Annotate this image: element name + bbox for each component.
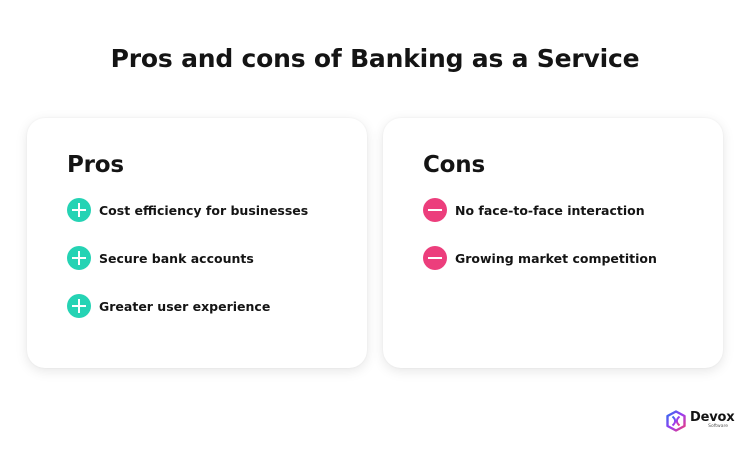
pros-item-label: Secure bank accounts bbox=[99, 250, 254, 266]
devox-logo-icon bbox=[666, 410, 686, 432]
plus-circle-icon bbox=[67, 198, 91, 222]
cons-list-item: No face-to-face interaction bbox=[423, 198, 723, 222]
pros-heading: Pros bbox=[67, 152, 124, 178]
pros-card: Pros Cost efficiency for businesses Secu… bbox=[27, 118, 367, 368]
cons-item-label: No face-to-face interaction bbox=[455, 202, 645, 218]
cons-list-item: Growing market competition bbox=[423, 246, 723, 270]
devox-logo: Devox Software bbox=[665, 410, 735, 432]
pros-list-item: Secure bank accounts bbox=[67, 246, 367, 270]
plus-circle-icon bbox=[67, 246, 91, 270]
cons-card: Cons No face-to-face interaction Growing… bbox=[383, 118, 723, 368]
cons-item-label: Growing market competition bbox=[455, 250, 657, 266]
logo-name: Devox bbox=[690, 410, 735, 425]
plus-circle-icon bbox=[67, 294, 91, 318]
minus-circle-icon bbox=[423, 246, 447, 270]
cons-heading: Cons bbox=[423, 152, 485, 178]
logo-subtitle: Software bbox=[708, 424, 728, 429]
pros-item-label: Greater user experience bbox=[99, 298, 271, 314]
page-title: Pros and cons of Banking as a Service bbox=[110, 44, 640, 73]
pros-list-item: Cost efficiency for businesses bbox=[67, 198, 367, 222]
minus-circle-icon bbox=[423, 198, 447, 222]
pros-list-item: Greater user experience bbox=[67, 294, 367, 318]
pros-item-label: Cost efficiency for businesses bbox=[99, 202, 309, 218]
